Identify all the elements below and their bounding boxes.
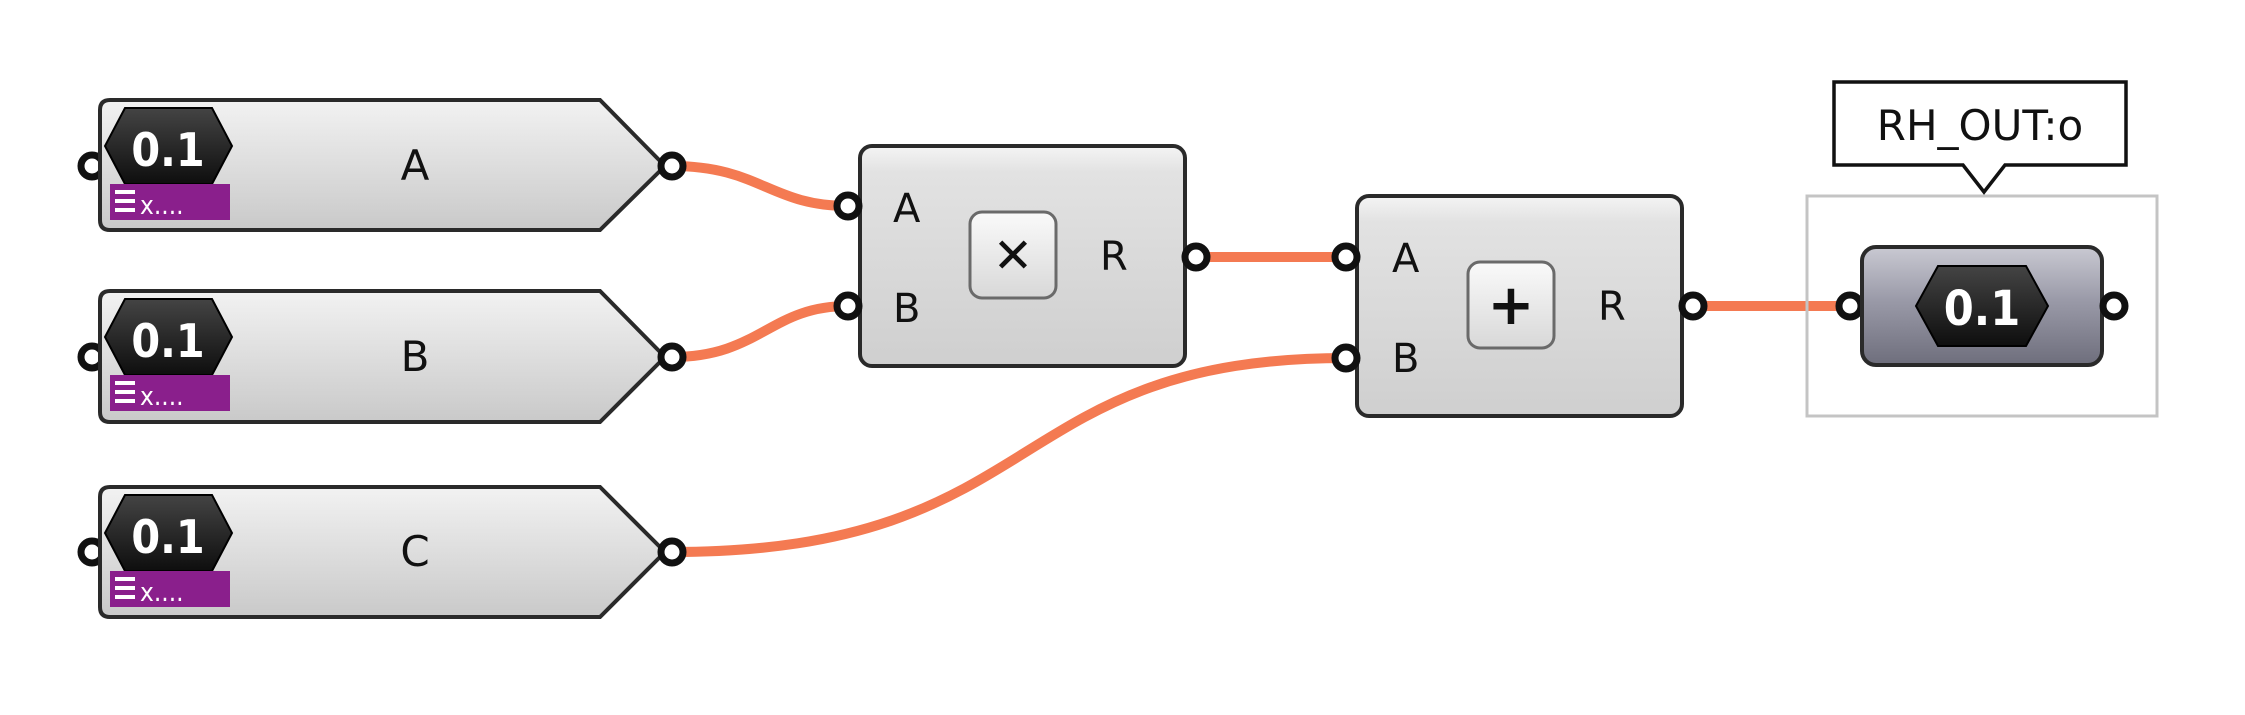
mul-input-a-label: A bbox=[893, 186, 921, 232]
multiplication-component[interactable]: A B R ✕ bbox=[833, 144, 1211, 368]
slider-b-body[interactable] bbox=[98, 289, 668, 424]
slider-b-icon-text: 0.1 bbox=[131, 314, 204, 368]
addition-component[interactable]: A B R + bbox=[1331, 194, 1708, 418]
output-tooltip: RH_OUT:o bbox=[1832, 80, 2128, 195]
number-slider-a[interactable]: 0.1 x.... A bbox=[77, 98, 687, 232]
param-input-grip[interactable] bbox=[1835, 291, 1865, 321]
output-tooltip-text: RH_OUT:o bbox=[1877, 101, 2083, 150]
slider-a-icon-text: 0.1 bbox=[131, 123, 204, 177]
slider-a-label: A bbox=[401, 141, 430, 190]
slider-c-label: C bbox=[400, 527, 429, 576]
multiply-icon: ✕ bbox=[968, 210, 1058, 300]
add-input-a-label: A bbox=[1392, 236, 1420, 282]
slider-c-output-grip[interactable] bbox=[657, 537, 687, 567]
wire-c-to-add-b[interactable] bbox=[667, 353, 1351, 557]
multiply-symbol: ✕ bbox=[993, 228, 1033, 284]
list-icon bbox=[115, 381, 135, 403]
number-param-icon: 0.1 bbox=[1914, 265, 2050, 347]
number-slider-c[interactable]: 0.1 x.... C bbox=[77, 485, 687, 619]
slider-c-body[interactable] bbox=[98, 485, 668, 619]
number-slider-icon: 0.1 x.... bbox=[103, 298, 234, 412]
slider-b-label: B bbox=[401, 332, 430, 381]
addition-icon: + bbox=[1466, 260, 1556, 350]
add-input-b-grip[interactable] bbox=[1331, 343, 1361, 373]
param-output-grip[interactable] bbox=[2099, 291, 2129, 321]
mul-input-b-grip[interactable] bbox=[833, 291, 863, 321]
mul-input-b-label: B bbox=[893, 286, 920, 332]
addition-symbol: + bbox=[1488, 273, 1535, 338]
slider-b-tag-text: x.... bbox=[140, 382, 184, 412]
slider-b-output-grip[interactable] bbox=[657, 342, 687, 372]
list-icon bbox=[115, 190, 135, 212]
output-parameter[interactable]: RH_OUT:o 0.1 bbox=[1805, 80, 2159, 418]
add-output-r-label: R bbox=[1598, 284, 1626, 330]
list-icon bbox=[115, 577, 135, 599]
output-group-frame bbox=[1805, 194, 2159, 418]
mul-output-r-grip[interactable] bbox=[1181, 242, 1211, 272]
slider-a-output-grip[interactable] bbox=[657, 151, 687, 181]
number-slider-icon: 0.1 x.... bbox=[103, 494, 234, 608]
slider-a-body[interactable] bbox=[98, 98, 668, 232]
number-slider-icon: 0.1 x.... bbox=[103, 107, 234, 221]
wire-a-to-mul-a[interactable] bbox=[667, 161, 853, 211]
wires bbox=[667, 161, 1855, 557]
mul-output-r-label: R bbox=[1100, 234, 1128, 280]
param-icon-text: 0.1 bbox=[1944, 281, 2021, 337]
add-input-b-label: B bbox=[1392, 336, 1419, 382]
wire-b-to-mul-b[interactable] bbox=[667, 301, 853, 362]
slider-c-tag-text: x.... bbox=[140, 578, 184, 608]
slider-c-icon-text: 0.1 bbox=[131, 510, 204, 564]
slider-a-tag-text: x.... bbox=[140, 191, 184, 221]
number-slider-b[interactable]: 0.1 x.... B bbox=[77, 289, 687, 424]
add-input-a-grip[interactable] bbox=[1331, 242, 1361, 272]
mul-input-a-grip[interactable] bbox=[833, 191, 863, 221]
add-output-r-grip[interactable] bbox=[1678, 291, 1708, 321]
